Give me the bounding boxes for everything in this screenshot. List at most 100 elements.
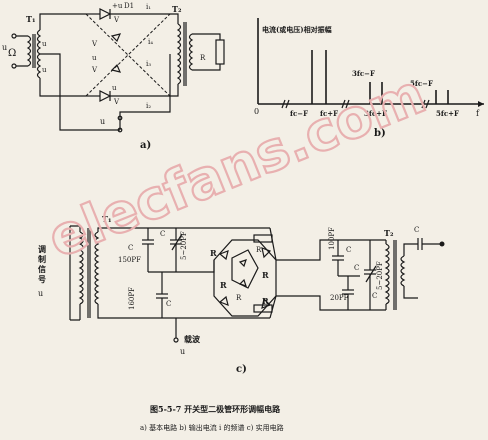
label-100pf: 100PF xyxy=(328,227,336,250)
label-c1: C xyxy=(128,244,133,252)
caption-b: b) xyxy=(374,128,386,139)
label-5fc-minus-F: 5fc−F xyxy=(410,79,433,88)
spectrum-b: 电流(或电压)相对振幅 0 fc−F fc+F 3fc−F 3fc+F 5fc−… xyxy=(254,18,484,139)
figure-title: 图5-5-7 开关型二极管环形调幅电路 xyxy=(150,404,281,414)
label-uD1: +u xyxy=(112,2,123,10)
resistor-rw1 xyxy=(253,234,273,243)
label-uD2: u xyxy=(112,84,117,92)
label-r-4: R xyxy=(262,296,269,306)
label-modsig-1: 调 xyxy=(38,244,46,254)
label-u-omega-c: u xyxy=(38,289,43,298)
label-c2: C xyxy=(166,300,171,308)
label-uc-c: u xyxy=(180,347,185,356)
label-c4: C xyxy=(372,292,377,300)
spectrum-title: 电流(或电压)相对振幅 xyxy=(262,25,332,34)
label-150pf: 150PF xyxy=(118,256,141,264)
label-i4: i₄ xyxy=(148,38,153,46)
axis-break-2 xyxy=(341,99,350,109)
label-rw1: R xyxy=(256,246,262,254)
label-5-20pf-b: 5~20PF xyxy=(376,261,384,290)
label-i1: i₁ xyxy=(146,3,151,11)
svg-text:u: u xyxy=(42,66,47,74)
label-160pf: 160PF xyxy=(128,287,136,310)
label-omega: Ω xyxy=(8,48,16,59)
label-modsig-2: 制 xyxy=(38,254,46,264)
label-i2: i₂ xyxy=(146,102,151,110)
terminal-in-bottom xyxy=(11,63,17,69)
label-vd3: V xyxy=(91,40,98,48)
axis-break-3 xyxy=(421,99,430,109)
t2-secondary-coil xyxy=(188,33,194,71)
resistor-rl xyxy=(215,39,225,65)
label-c5: C xyxy=(346,246,351,254)
ring-diode-5 xyxy=(238,259,247,268)
label-rw2: R xyxy=(236,294,242,302)
ring-diode-1 xyxy=(218,250,229,261)
figure-subtitle: a) 基本电路 b) 输出电流 i 的频谱 c) 实用电路 xyxy=(140,423,284,432)
label-uD4: u xyxy=(92,54,97,62)
top-bus-c xyxy=(97,227,270,232)
circuit-a: Ω u T₁ u u +u D1 i₁ V V V V u xyxy=(2,2,225,151)
label-3fc-minus-F: 3fc−F xyxy=(352,69,375,78)
label-c6: C xyxy=(354,264,359,272)
t1c-primary-coil xyxy=(78,231,84,305)
label-vd4: V xyxy=(91,66,98,74)
caption-a: a) xyxy=(140,140,151,151)
ring-diode-6 xyxy=(238,278,247,287)
label-3fc-plus-F: 3fc+F xyxy=(364,109,387,118)
svg-text:u: u xyxy=(42,40,47,48)
label-f-axis: f xyxy=(476,109,480,118)
circuit-c: 调 制 信 号 u T₁ C 150PF C 5~20PF xyxy=(38,214,445,375)
bottom-bus-c xyxy=(97,304,270,319)
diode-cross-lines xyxy=(85,13,171,97)
x-axis-arrow xyxy=(478,101,484,107)
ring-diode-4 xyxy=(261,297,272,309)
bridge-inner xyxy=(231,249,259,289)
label-r-3: R xyxy=(262,270,269,280)
cap-c3-trim-arrow xyxy=(171,233,183,251)
label-t1-c: T₁ xyxy=(102,214,111,224)
label-r-2: R xyxy=(220,280,227,290)
diode-vd3 xyxy=(110,33,122,43)
label-5fc-plus-F: 5fc+F xyxy=(436,109,459,118)
diode-vd4 xyxy=(110,63,122,73)
t2-primary-coil xyxy=(176,23,182,85)
watermark: elecfans.com xyxy=(39,62,434,270)
label-rl: R xyxy=(200,54,206,62)
t1c-secondary-coil xyxy=(94,231,100,305)
t1-secondary-coil xyxy=(36,29,42,79)
label-vd2: V xyxy=(113,98,120,106)
axis-break-1 xyxy=(281,99,290,109)
label-fc-minus-F: fc−F xyxy=(290,109,308,118)
label-uc-a: u xyxy=(100,117,105,126)
label-u-omega-a: u xyxy=(2,43,7,52)
label-carrier: 载波 xyxy=(184,334,201,344)
diode-vd1 xyxy=(99,8,112,20)
ring-diode-2 xyxy=(261,247,272,259)
caption-c: c) xyxy=(236,364,247,375)
terminal-carrier xyxy=(173,337,179,343)
label-vd1: V xyxy=(113,16,120,24)
diode-vd2 xyxy=(99,90,112,102)
terminal-output xyxy=(439,241,445,247)
center-tap-wire xyxy=(40,53,120,131)
label-cb: C xyxy=(414,226,419,234)
label-r-1: R xyxy=(210,248,217,258)
label-modsig-3: 信 xyxy=(38,264,46,274)
origin-label: 0 xyxy=(254,107,259,116)
label-c3: C xyxy=(160,230,165,238)
label-5-20pf: 5~20PF xyxy=(180,231,188,260)
label-modsig-4: 号 xyxy=(38,274,46,284)
svg-text:D1: D1 xyxy=(124,2,134,10)
t2c-primary-coil xyxy=(384,243,390,305)
label-i3: i₃ xyxy=(146,60,151,68)
t2c-secondary-coil xyxy=(400,255,406,287)
label-t2-a: T₂ xyxy=(172,4,182,14)
ring-diode-3 xyxy=(218,295,229,306)
label-t2-c: T₂ xyxy=(384,228,394,238)
t1-primary-coil xyxy=(26,35,32,67)
label-20pf: 20PF xyxy=(330,294,349,302)
label-fc-plus-F: fc+F xyxy=(320,109,338,118)
